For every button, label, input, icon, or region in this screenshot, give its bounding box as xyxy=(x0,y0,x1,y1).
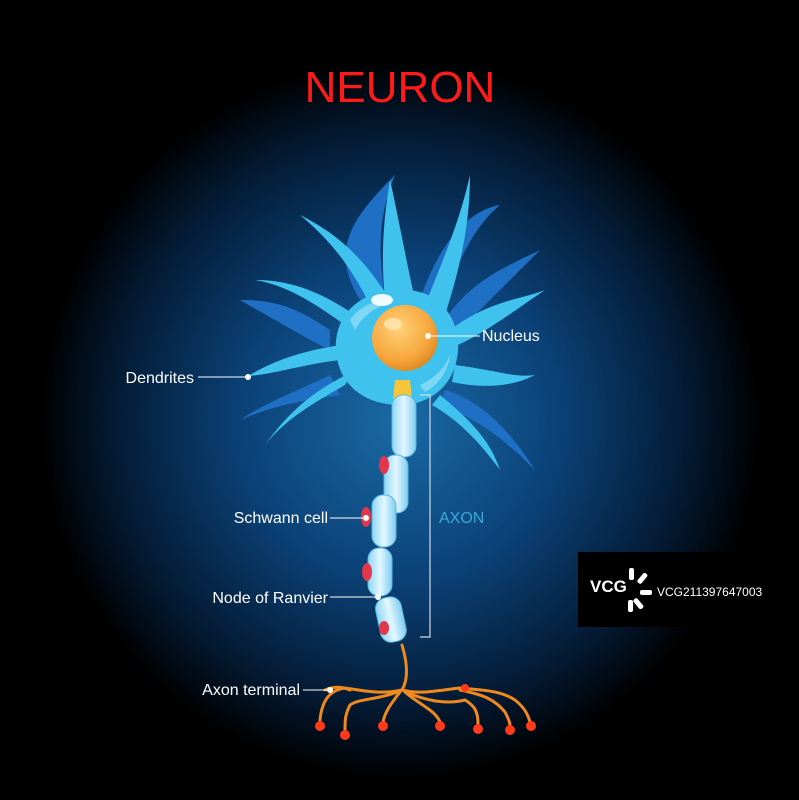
label-axon-terminal: Axon terminal xyxy=(202,682,300,699)
myelin-segment-3 xyxy=(371,494,397,548)
dendrite-right-low xyxy=(452,365,535,386)
vcg-petal-logo-icon xyxy=(628,568,652,612)
diagram-title: NEURON xyxy=(305,63,496,112)
watermark-id: VCG211397647003 xyxy=(657,585,763,599)
node-4 xyxy=(379,621,389,635)
soma-shine xyxy=(371,294,393,306)
leader-lines xyxy=(198,333,480,693)
nucleus-shine xyxy=(384,318,402,330)
dendrite-top-right xyxy=(425,175,470,315)
node-ranvier xyxy=(362,563,372,581)
axon-terminal xyxy=(318,643,532,732)
terminal-boutons xyxy=(315,684,536,740)
dendrite-left xyxy=(255,280,355,325)
label-schwann-cell: Schwann cell xyxy=(234,510,328,527)
dendrite-bottom-right xyxy=(432,395,500,470)
label-dendrites: Dendrites xyxy=(126,370,194,387)
watermark: VCG VCG211397647003 xyxy=(578,552,799,627)
soma-highlights xyxy=(350,299,450,392)
label-node-of-ranvier: Node of Ranvier xyxy=(212,590,328,607)
dendrite-bottom-left xyxy=(265,372,352,445)
dendrite-top xyxy=(382,180,415,300)
label-nucleus: Nucleus xyxy=(482,328,540,345)
axon xyxy=(367,394,417,643)
dendrite-top-left xyxy=(300,215,390,305)
axon-bracket xyxy=(420,394,431,638)
dendrite-right xyxy=(450,290,545,345)
watermark-logo: VCG xyxy=(590,577,627,596)
dendrite-left-low xyxy=(248,345,342,376)
axon-label: AXON xyxy=(439,510,484,527)
node-1 xyxy=(379,456,389,474)
myelin-segment-1 xyxy=(391,394,417,458)
